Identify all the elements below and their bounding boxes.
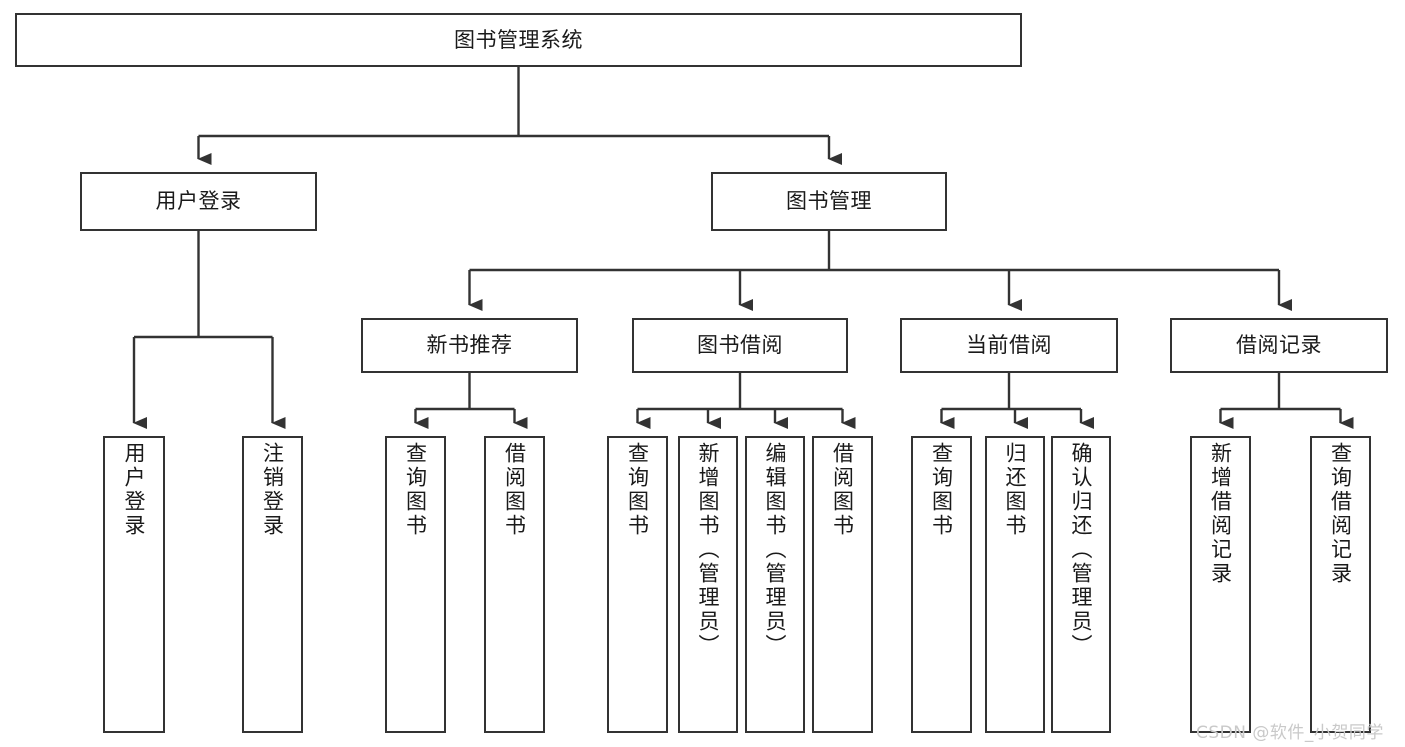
root-node-box[interactable]: 图书管理系统: [15, 13, 1022, 67]
level3-node-box[interactable]: 图书借阅: [632, 318, 848, 373]
leaf-node-box[interactable]: 编辑图书（管理员）: [745, 436, 805, 733]
leaf-node-label: 编辑图书（管理员）: [763, 442, 788, 658]
level2-node-box[interactable]: 图书管理: [711, 172, 947, 231]
leaf-node-label: 新增图书（管理员）: [696, 442, 721, 658]
leaf-node-label: 查询图书: [403, 442, 428, 538]
level2-node-label: 用户登录: [155, 189, 242, 214]
leaf-node-label: 新增借阅记录: [1208, 442, 1233, 586]
level2-node-box[interactable]: 用户登录: [80, 172, 317, 231]
leaf-node-label: 用户登录: [122, 442, 147, 538]
watermark-label: CSDN @软件_小贺同学: [1196, 723, 1384, 743]
level3-node-label: 借阅记录: [1236, 333, 1322, 358]
leaf-node-box[interactable]: 新增借阅记录: [1190, 436, 1251, 733]
leaf-node-box[interactable]: 新增图书（管理员）: [678, 436, 738, 733]
leaf-node-label: 查询图书: [625, 442, 650, 538]
level3-node-box[interactable]: 新书推荐: [361, 318, 578, 373]
level3-node-box[interactable]: 借阅记录: [1170, 318, 1388, 373]
leaf-node-box[interactable]: 归还图书: [985, 436, 1045, 733]
leaf-node-label: 确认归还（管理员）: [1069, 442, 1094, 658]
leaf-node-label: 注销登录: [260, 442, 285, 538]
leaf-node-box[interactable]: 用户登录: [103, 436, 165, 733]
leaf-node-box[interactable]: 注销登录: [242, 436, 303, 733]
leaf-node-label: 借阅图书: [830, 442, 855, 538]
leaf-node-box[interactable]: 查询图书: [607, 436, 668, 733]
leaf-node-box[interactable]: 确认归还（管理员）: [1051, 436, 1111, 733]
leaf-node-label: 查询借阅记录: [1328, 442, 1353, 586]
leaf-node-box[interactable]: 查询图书: [911, 436, 972, 733]
level2-node-label: 图书管理: [786, 189, 872, 214]
level3-node-box[interactable]: 当前借阅: [900, 318, 1118, 373]
leaf-node-label: 归还图书: [1003, 442, 1028, 538]
level3-node-label: 图书借阅: [697, 333, 783, 358]
leaf-node-box[interactable]: 查询图书: [385, 436, 446, 733]
leaf-node-box[interactable]: 查询借阅记录: [1310, 436, 1371, 733]
root-node-label: 图书管理系统: [454, 27, 583, 52]
level3-node-label: 新书推荐: [426, 333, 513, 358]
leaf-node-label: 查询图书: [929, 442, 954, 538]
leaf-node-box[interactable]: 借阅图书: [812, 436, 873, 733]
level3-node-label: 当前借阅: [966, 333, 1052, 358]
leaf-node-box[interactable]: 借阅图书: [484, 436, 545, 733]
leaf-node-label: 借阅图书: [502, 442, 527, 538]
